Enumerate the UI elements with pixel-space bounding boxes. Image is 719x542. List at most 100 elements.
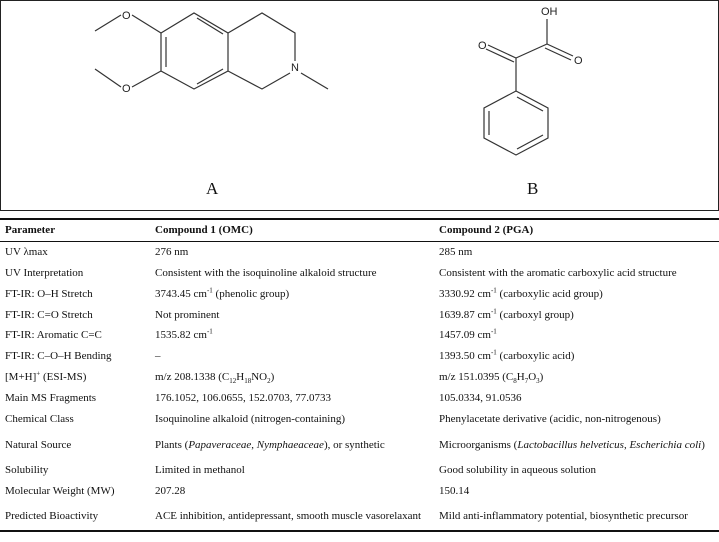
row-parameter: FT-IR: Aromatic C=C <box>5 325 102 346</box>
cell-text: Predicted Bioactivity <box>5 509 99 522</box>
cell-text: H <box>236 371 245 383</box>
table-row: Predicted Bioactivity ACE inhibition, ant… <box>0 502 719 530</box>
cell-text: Lactobacillus helveticus <box>517 438 624 451</box>
structure-drawings: O O N OH O O <box>94 6 583 156</box>
cell-text: Molecular Weight (MW) <box>5 485 115 497</box>
row-parameter: Chemical Class <box>5 409 74 430</box>
row-compound-2: Consistent with the aromatic carboxylic … <box>439 263 717 284</box>
comparison-table: Parameter Compound 1 (OMC) Compound 2 (P… <box>0 218 719 532</box>
atom-label: O <box>574 55 583 67</box>
cell-text: , <box>251 438 257 451</box>
table-row: FT-IR: O–H Stretch 3743.45 cm-1 (phenolic… <box>0 284 719 305</box>
cell-text: 3 <box>536 377 540 386</box>
table-row: [M+H]+ (ESI-MS)m/z 208.1338 (C12H18NO2)m… <box>0 367 719 388</box>
table-row: Main MS Fragments 176.1052, 106.0655, 152… <box>0 388 719 409</box>
row-compound-1: ACE inhibition, antidepressant, smooth m… <box>155 502 430 530</box>
cell-text: Microorganisms ( <box>439 438 518 451</box>
row-compound-1: m/z 208.1338 (C12H18NO2) <box>155 367 430 388</box>
cell-text: 7 <box>524 377 529 386</box>
cell-text: , <box>623 438 630 451</box>
cell-text: 1457.09 cm <box>439 329 491 341</box>
cell-text: Chemical Class <box>5 413 74 425</box>
header-parameter: Parameter <box>5 224 56 236</box>
cell-text: 1535.82 cm <box>155 329 207 341</box>
cell-text: 18 <box>244 377 252 386</box>
row-compound-2: 285 nm <box>439 242 717 263</box>
cell-text: (carboxyl group) <box>496 308 574 321</box>
row-compound-1: Not prominent <box>155 305 430 325</box>
row-parameter: FT-IR: C=O Stretch <box>5 305 93 325</box>
cell-text: Good solubility in aqueous solution <box>439 464 597 476</box>
cell-text: + <box>36 369 41 378</box>
cell-text: [M+H] <box>5 371 37 383</box>
cell-text: FT-IR: Aromatic C=C <box>5 329 102 341</box>
row-parameter: [M+H]+ (ESI-MS) <box>5 367 86 388</box>
row-compound-2: 1393.50 cm-1 (carboxylic acid) <box>439 346 717 367</box>
row-compound-1: – <box>155 346 430 367</box>
row-compound-1: Plants (Papaveraceae, Nymphaeaceae), or … <box>155 430 430 460</box>
figure-label-b: B <box>527 179 539 198</box>
row-parameter: UV Interpretation <box>5 263 83 284</box>
table-row: Natural Source Plants (Papaveraceae, Nymp… <box>0 430 719 460</box>
row-compound-2: 150.14 <box>439 481 717 502</box>
cell-text: -1 <box>490 306 497 315</box>
cell-text: FT-IR: O–H Stretch <box>5 288 93 300</box>
row-compound-2: m/z 151.0395 (C8H7O3) <box>439 367 717 388</box>
cell-text: Main MS Fragments <box>5 392 97 404</box>
cell-text: Phenylacetate derivative (acidic, non-ni… <box>439 413 661 425</box>
cell-text: ), or synthetic <box>323 438 385 451</box>
row-compound-1: 1535.82 cm-1 <box>155 325 430 346</box>
table-row: FT-IR: C=O Stretch Not prominent 1639.87 c… <box>0 305 719 325</box>
row-compound-1: 3743.45 cm-1 (phenolic group) <box>155 284 430 305</box>
cell-text: 105.0334, 91.0536 <box>439 392 522 404</box>
cell-text: 3330.92 cm <box>439 288 491 300</box>
row-compound-2: Phenylacetate derivative (acidic, non-ni… <box>439 409 717 430</box>
cell-text: Consistent with the aromatic carboxylic … <box>439 267 677 279</box>
row-parameter: Natural Source <box>5 430 71 460</box>
cell-text: O <box>528 371 537 383</box>
row-compound-1: 276 nm <box>155 242 430 263</box>
figure-label-a: A <box>206 179 219 198</box>
cell-text: (carboxylic acid) <box>496 350 575 362</box>
row-parameter: Predicted Bioactivity <box>5 502 98 530</box>
row-parameter: Molecular Weight (MW) <box>5 481 115 502</box>
cell-text: -1 <box>206 286 213 295</box>
compound-b-structure <box>483 19 574 156</box>
row-compound-2: 105.0334, 91.0536 <box>439 388 717 409</box>
atom-label: O <box>122 83 131 95</box>
row-compound-2: Good solubility in aqueous solution <box>439 460 717 481</box>
cell-text: UV Interpretation <box>5 267 84 279</box>
cell-text: 207.28 <box>155 485 186 497</box>
cell-text: ACE inhibition, antidepressant, smooth m… <box>155 509 422 522</box>
atom-label: O <box>478 40 487 52</box>
cell-text: 2 <box>267 377 271 386</box>
cell-text: Papaveraceae <box>188 438 252 451</box>
row-compound-1: 207.28 <box>155 481 430 502</box>
cell-text: 1393.50 cm <box>439 350 491 362</box>
cell-text: 150.14 <box>439 485 470 497</box>
row-parameter: Solubility <box>5 460 48 481</box>
row-compound-2: 1639.87 cm-1 (carboxyl group) <box>439 305 717 325</box>
cell-text: 3743.45 cm <box>155 288 207 300</box>
cell-text: ) <box>701 438 705 451</box>
row-parameter: Main MS Fragments <box>5 388 96 409</box>
cell-text: Limited in methanol <box>155 464 245 476</box>
cell-text: Escherichia coli <box>629 438 702 451</box>
cell-text: ) <box>270 371 275 383</box>
cell-text: Natural Source <box>5 438 72 451</box>
table-row: Solubility Limited in methanol Good solubi… <box>0 460 719 481</box>
compound-a-structure <box>94 12 329 90</box>
row-compound-2: 3330.92 cm-1 (carboxylic acid group) <box>439 284 717 305</box>
cell-text: FT-IR: C–O–H Bending <box>5 350 112 362</box>
row-compound-1: 176.1052, 106.0655, 152.0703, 77.0733 <box>155 388 430 409</box>
cell-text: 276 nm <box>155 246 189 258</box>
row-compound-1: Limited in methanol <box>155 460 430 481</box>
row-compound-2: 1457.09 cm-1 <box>439 325 717 346</box>
cell-text: 8 <box>513 377 517 386</box>
cell-text: -1 <box>490 348 497 357</box>
cell-text: ) <box>539 371 544 383</box>
cell-text: 12 <box>229 377 237 386</box>
row-parameter: FT-IR: O–H Stretch <box>5 284 93 305</box>
